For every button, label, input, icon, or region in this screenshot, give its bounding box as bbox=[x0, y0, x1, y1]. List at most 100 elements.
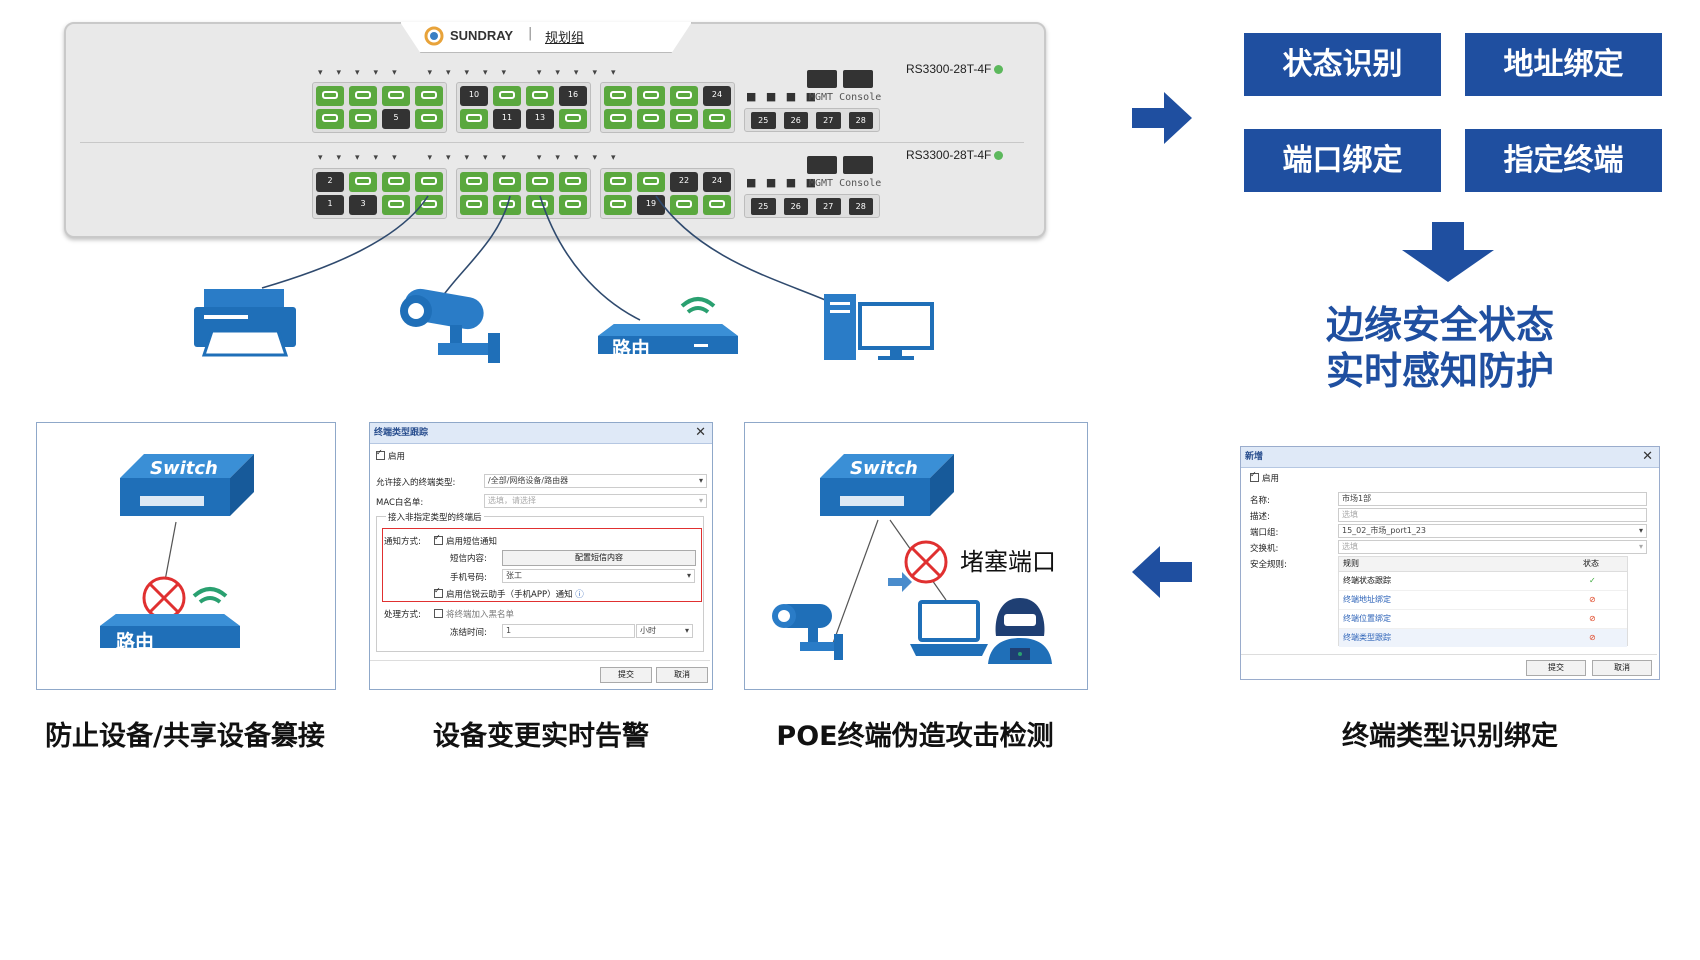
sms-content-button[interactable]: 配置短信内容 bbox=[502, 550, 696, 566]
port[interactable] bbox=[604, 172, 632, 192]
port[interactable] bbox=[382, 86, 410, 106]
arrow-right-icon bbox=[1132, 92, 1192, 144]
switch-text: Switch bbox=[850, 458, 918, 479]
table-row[interactable]: 终端位置绑定 ⊘ bbox=[1339, 610, 1627, 629]
port[interactable] bbox=[703, 109, 731, 129]
phone-label: 手机号码: bbox=[450, 573, 487, 583]
table-row[interactable]: 终端类型跟踪 ⊘ bbox=[1339, 629, 1627, 647]
name-label: 名称: bbox=[1250, 496, 1270, 506]
port[interactable] bbox=[415, 86, 443, 106]
port[interactable]: 13 bbox=[526, 109, 554, 129]
port[interactable] bbox=[460, 109, 488, 129]
sfp-ports-2: 25 26 27 28 bbox=[744, 194, 880, 218]
port[interactable] bbox=[559, 109, 587, 129]
port[interactable]: 5 bbox=[382, 109, 410, 129]
port[interactable] bbox=[493, 172, 521, 192]
router-label: 路由 bbox=[116, 631, 155, 653]
sfp-port[interactable]: 27 bbox=[816, 112, 841, 129]
freeze-unit-select[interactable]: 小时▾ bbox=[636, 624, 693, 638]
port[interactable] bbox=[526, 195, 554, 215]
enable-checkbox[interactable]: 启用 bbox=[376, 448, 405, 462]
port[interactable] bbox=[382, 195, 410, 215]
port[interactable]: 24 bbox=[703, 172, 731, 192]
console-port[interactable] bbox=[843, 70, 873, 88]
sfp-port[interactable]: 26 bbox=[783, 112, 808, 129]
freeze-input[interactable]: 1 bbox=[502, 624, 635, 638]
port[interactable] bbox=[316, 86, 344, 106]
sfp-port[interactable]: 25 bbox=[751, 198, 776, 215]
mac-select[interactable]: 选填，请选择▾ bbox=[484, 494, 707, 508]
rules-label: 安全规则: bbox=[1250, 560, 1287, 570]
port[interactable] bbox=[670, 195, 698, 215]
port[interactable] bbox=[349, 172, 377, 192]
port-group-label: 端口组: bbox=[1250, 528, 1279, 538]
port[interactable]: 11 bbox=[493, 109, 521, 129]
port[interactable]: 22 bbox=[670, 172, 698, 192]
port[interactable] bbox=[526, 86, 554, 106]
table-row[interactable]: 终端状态跟踪 ✓ bbox=[1339, 572, 1627, 591]
console-port[interactable] bbox=[843, 156, 873, 174]
port[interactable] bbox=[637, 86, 665, 106]
mgmt-port[interactable] bbox=[807, 70, 837, 88]
port[interactable] bbox=[349, 109, 377, 129]
port[interactable] bbox=[604, 86, 632, 106]
sfp-port[interactable]: 25 bbox=[751, 112, 776, 129]
port[interactable] bbox=[637, 172, 665, 192]
switch-select[interactable]: 选填▾ bbox=[1338, 540, 1647, 554]
port[interactable]: 16 bbox=[559, 86, 587, 106]
port[interactable] bbox=[493, 86, 521, 106]
port[interactable] bbox=[316, 109, 344, 129]
port[interactable] bbox=[637, 109, 665, 129]
sfp-port[interactable]: 28 bbox=[848, 112, 873, 129]
submit-button[interactable]: 提交 bbox=[600, 667, 652, 683]
port[interactable]: 24 bbox=[703, 86, 731, 106]
phone-select[interactable]: 张工▾ bbox=[502, 569, 695, 583]
port[interactable] bbox=[382, 172, 410, 192]
sfp-port[interactable]: 28 bbox=[848, 198, 873, 215]
close-icon[interactable]: ✕ bbox=[1642, 449, 1653, 464]
submit-button[interactable]: 提交 bbox=[1526, 660, 1586, 676]
name-input[interactable]: 市场1部 bbox=[1338, 492, 1647, 506]
router-icon bbox=[100, 587, 240, 648]
cancel-button[interactable]: 取消 bbox=[656, 667, 708, 683]
port[interactable]: 3 bbox=[349, 195, 377, 215]
dialog-header: 新增✕ bbox=[1241, 447, 1659, 468]
port[interactable] bbox=[559, 172, 587, 192]
port[interactable] bbox=[559, 195, 587, 215]
port-led-row-2: ▾▾▾▾▾ ▾▾▾▾▾ ▾▾▾▾▾ bbox=[318, 153, 630, 163]
table-row[interactable]: 终端地址绑定 ⊘ bbox=[1339, 591, 1627, 610]
port[interactable]: 2 bbox=[316, 172, 344, 192]
app-notify-checkbox[interactable]: 启用信锐云助手（手机APP）通知 ⓘ bbox=[434, 586, 584, 600]
mgmt-port[interactable] bbox=[807, 156, 837, 174]
close-icon[interactable]: ✕ bbox=[695, 425, 706, 440]
port[interactable]: 10 bbox=[460, 86, 488, 106]
caption-4: 终端类型识别绑定 bbox=[1342, 721, 1558, 752]
sfp-port[interactable]: 26 bbox=[783, 198, 808, 215]
sms-checkbox[interactable]: 启用短信通知 bbox=[434, 533, 497, 547]
port[interactable] bbox=[460, 195, 488, 215]
desc-input[interactable]: 选填 bbox=[1338, 508, 1647, 522]
port[interactable] bbox=[526, 172, 554, 192]
tab-link-group[interactable]: 规划组 bbox=[545, 31, 585, 46]
port[interactable] bbox=[415, 172, 443, 192]
port[interactable] bbox=[670, 86, 698, 106]
port[interactable]: 1 bbox=[316, 195, 344, 215]
mgmt-console-label: MGMT Console bbox=[809, 178, 882, 189]
port-group-select[interactable]: 15_02_市场_port1_23▾ bbox=[1338, 524, 1647, 538]
allowed-type-select[interactable]: /全部/网络设备/路由器▾ bbox=[484, 474, 707, 488]
printer-icon bbox=[194, 289, 296, 357]
laptop-icon bbox=[910, 600, 988, 656]
enable-checkbox[interactable]: 启用 bbox=[1250, 470, 1279, 484]
feature-box-port: 端口绑定 bbox=[1244, 129, 1441, 192]
port[interactable] bbox=[604, 109, 632, 129]
port[interactable] bbox=[703, 195, 731, 215]
cancel-button[interactable]: 取消 bbox=[1592, 660, 1652, 676]
port[interactable] bbox=[604, 195, 632, 215]
port[interactable] bbox=[460, 172, 488, 192]
port[interactable] bbox=[415, 109, 443, 129]
sfp-port[interactable]: 27 bbox=[816, 198, 841, 215]
port[interactable] bbox=[349, 86, 377, 106]
port[interactable] bbox=[670, 109, 698, 129]
blacklist-checkbox[interactable]: 将终端加入黑名单 bbox=[434, 608, 514, 620]
